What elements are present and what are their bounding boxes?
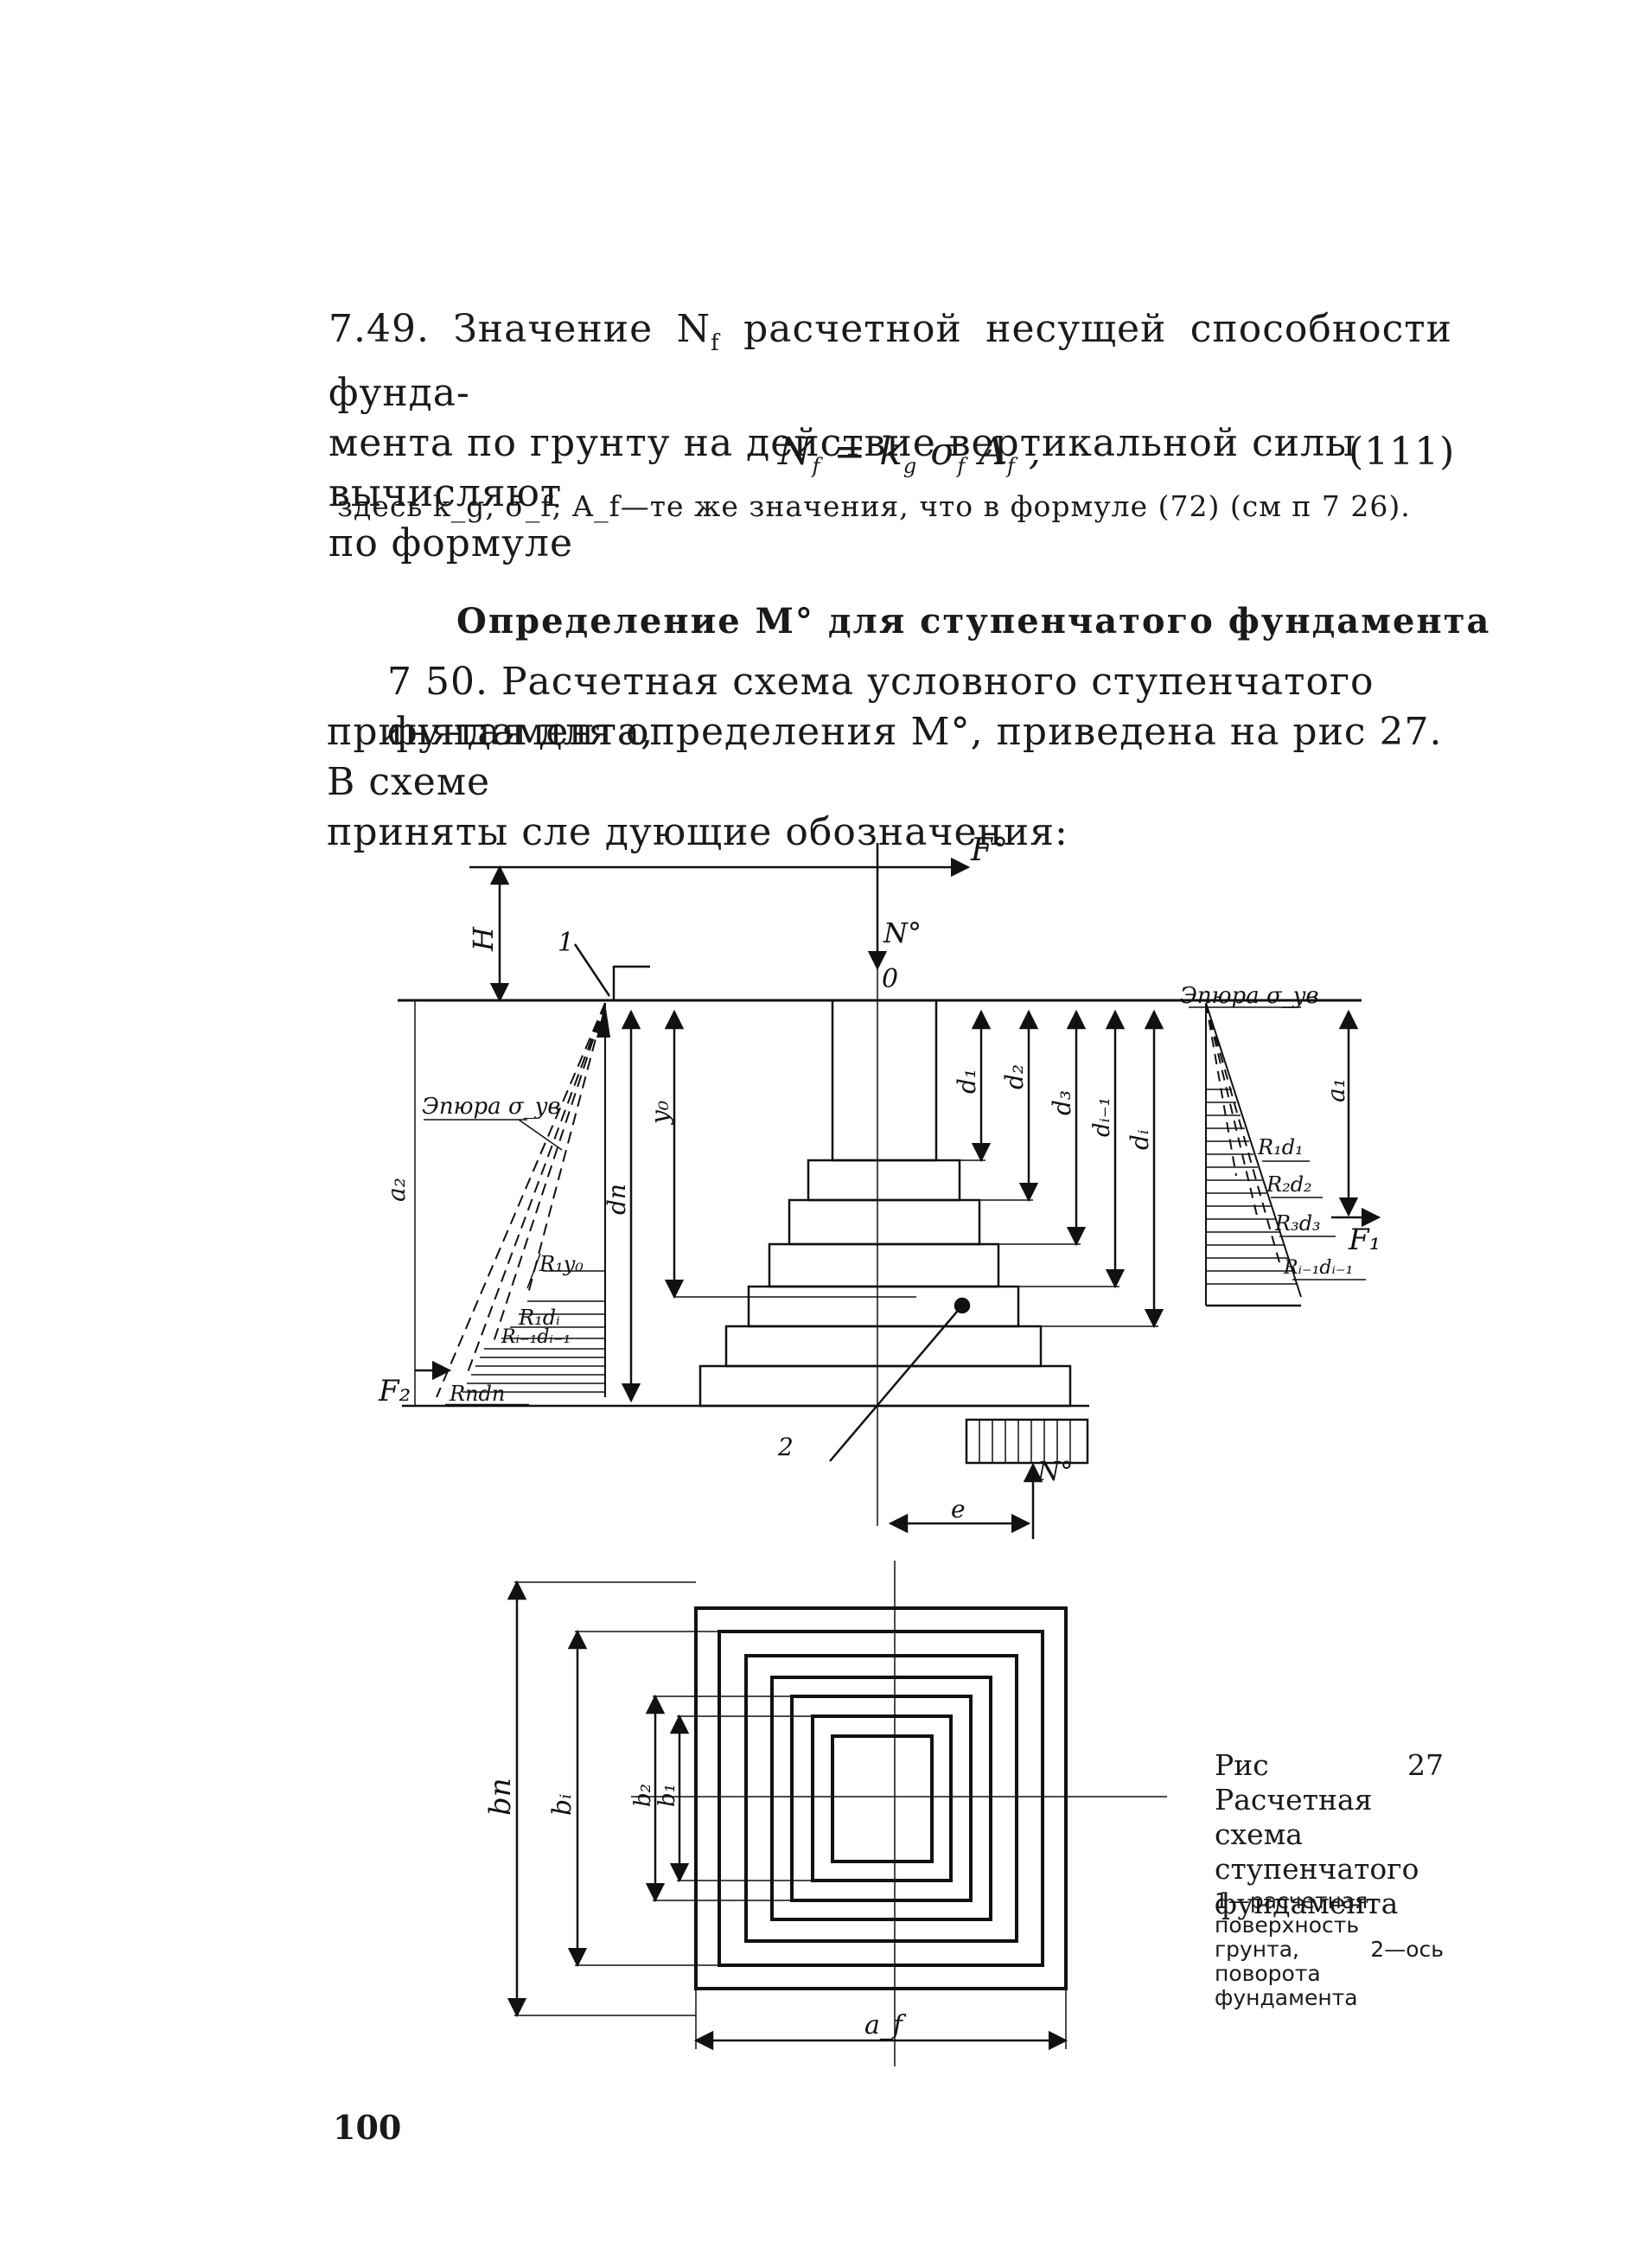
formula-note: здесь k_g, σ_f; A_f—те же значения, что … [337, 489, 1411, 523]
label-b1: b₁ [654, 1784, 680, 1807]
label-a1: a₁ [1322, 1078, 1350, 1102]
left-epure-outer [436, 1002, 606, 1398]
step-6 [698, 1364, 1072, 1408]
label-n0-top: N° [883, 916, 922, 949]
label-h: H [467, 926, 500, 952]
para-750-line2: принятая для определения M°, приведена н… [327, 710, 1443, 804]
label-2: 2 [777, 1433, 794, 1461]
label-d2: d₂ [1000, 1064, 1029, 1089]
label-ri1d-left: Rᵢ₋₁dᵢ₋₁ [501, 1326, 571, 1348]
right-epure-outer [1205, 1002, 1302, 1298]
label-a2: a₂ [382, 1178, 411, 1202]
paragraph-7-50: 7 50. Расчетная схема условного ступенча… [387, 657, 1459, 757]
formula-111: Nf = kg σf Af , [778, 430, 1042, 478]
figure-legend: 1—расчетная поверхность грунта, 2—ось по… [1215, 1888, 1444, 2010]
para-750-line3: приняты сле дующие обозначения: [327, 810, 1068, 854]
label-1: 1 [558, 928, 574, 958]
label-di1: dᵢ₋₁ [1089, 1097, 1115, 1137]
label1-leader [573, 943, 611, 997]
label-f1: F₁ [1348, 1223, 1381, 1257]
label-rd-left: R₁dᵢ [518, 1306, 560, 1330]
para-749-line2: мента по грунту на действие вертикальной… [328, 420, 1357, 515]
label-ri1di1: Rᵢ₋₁dᵢ₋₁ [1283, 1257, 1353, 1279]
step-2 [788, 1198, 981, 1246]
paragraph-7-49: 7.49. Значение Nf расчетной несущей спос… [328, 304, 1452, 569]
label-f2: F₂ [378, 1374, 411, 1408]
label-bn: bп [483, 1778, 518, 1816]
label-n0-bottom: N° [1036, 1457, 1073, 1487]
figure-caption: Рис 27 Расчетная схема ступенчатого фунд… [1215, 1748, 1444, 1920]
left-epure-hatch [462, 1300, 605, 1393]
step-1 [807, 1159, 961, 1202]
plan-outer-1 [694, 1606, 1068, 1990]
label-di: dᵢ [1126, 1129, 1154, 1150]
label1-flag [612, 965, 650, 1000]
label-rndn: Rпdп [449, 1382, 505, 1406]
label-r1d1: R₁d₁ [1257, 1135, 1304, 1159]
label-y0: y₀ [646, 1101, 674, 1126]
label-d1: d₁ [953, 1069, 981, 1094]
step-5 [724, 1325, 1043, 1368]
formula-number: (111) [1349, 430, 1456, 474]
label-e: e [951, 1495, 966, 1523]
para-750-line1: 7 50. Расчетная схема условного ступенча… [387, 660, 1375, 754]
label-d3: d₃ [1048, 1090, 1076, 1115]
section-heading: Определение M° для ступенчатого фундамен… [456, 601, 1491, 642]
label-af: a_f [864, 2010, 907, 2040]
label-ry0: R₁y₀ [539, 1252, 584, 1276]
para-749-line3: по формуле [328, 520, 574, 565]
column-shaft [831, 999, 938, 1162]
step-3 [768, 1242, 1000, 1288]
page-number: 100 [333, 2108, 402, 2147]
label-r2d2: R₂d₂ [1266, 1172, 1312, 1197]
label-bi: bᵢ [547, 1794, 577, 1816]
label-epure-right: Эпюра σ_yв [1180, 983, 1319, 1009]
right-epure-hatch [1206, 1089, 1297, 1285]
label-r3d3: R₃d₃ [1274, 1211, 1321, 1236]
rotation-axis-leader [829, 1305, 963, 1462]
label-b2: b₂ [630, 1784, 656, 1807]
plan-inner-column [831, 1734, 934, 1863]
paragraph-7-50-cont: принятая для определения M°, приведена н… [327, 707, 1459, 858]
label-origin: 0 [882, 964, 898, 994]
label-epure-left: Эпюра σ_yв [422, 1094, 561, 1120]
step-4 [747, 1285, 1020, 1328]
label-f0: F° [970, 833, 1008, 868]
para-749-line1: 7.49. Значение Nf расчетной несущей спос… [328, 307, 1452, 415]
label-dn: dп [603, 1184, 631, 1215]
